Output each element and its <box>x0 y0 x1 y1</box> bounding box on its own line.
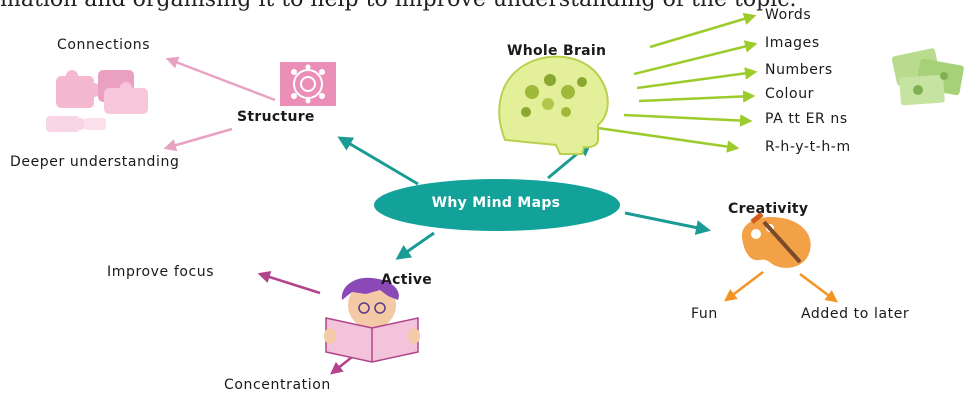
branch-label-active: Active <box>381 272 433 288</box>
arrow-to-connections <box>165 56 276 102</box>
arrow-to-colour <box>638 90 756 103</box>
arrow-to-patterns <box>623 113 753 127</box>
leaf-words: Words <box>765 7 812 23</box>
branch-label-whole-brain: Whole Brain <box>507 43 607 59</box>
arrow-to-numbers <box>636 67 758 90</box>
branch-label-structure: Structure <box>237 109 315 125</box>
brain-head-icon <box>498 55 609 155</box>
leaf-patterns: PA tt ER ns <box>765 111 848 127</box>
arrow-to-added-to-later <box>799 273 838 303</box>
leaf-images: Images <box>765 35 820 51</box>
branch-label-creativity: Creativity <box>728 201 809 217</box>
arrow-to-active <box>395 231 435 260</box>
arrow-to-fun <box>724 271 764 302</box>
arrow-to-creativity <box>624 211 711 235</box>
top-sentence-fragment: mation and organising it to help to impr… <box>0 0 797 12</box>
leaf-concentration: Concentration <box>224 377 331 393</box>
leaf-numbers: Numbers <box>765 62 833 78</box>
artist-palette-icon <box>741 212 811 268</box>
leaf-connections: Connections <box>57 37 151 53</box>
arrow-to-words <box>649 12 757 49</box>
reading-boy-icon <box>324 277 420 363</box>
leaf-improve-focus: Improve focus <box>107 264 215 280</box>
arrow-to-rhythm <box>597 126 740 153</box>
arrow-to-deeper-understanding <box>163 127 233 152</box>
arrow-to-images <box>633 40 758 76</box>
leaf-rhythm: R-h-y-t-h-m <box>765 139 851 155</box>
leaf-added-to-later: Added to later <box>801 306 910 322</box>
pink-flower-tile-icon <box>280 62 336 106</box>
center-node <box>374 179 620 231</box>
money-notes-icon <box>891 48 964 106</box>
leaf-deeper-understanding: Deeper understanding <box>10 154 180 170</box>
arrow-to-structure <box>337 136 419 186</box>
center-node-label: Why Mind Maps <box>431 195 561 211</box>
arrow-to-improve-focus <box>257 271 321 295</box>
leaf-colour: Colour <box>765 86 815 102</box>
leaf-fun: Fun <box>691 306 718 322</box>
puzzle-pieces-icon <box>46 70 148 132</box>
